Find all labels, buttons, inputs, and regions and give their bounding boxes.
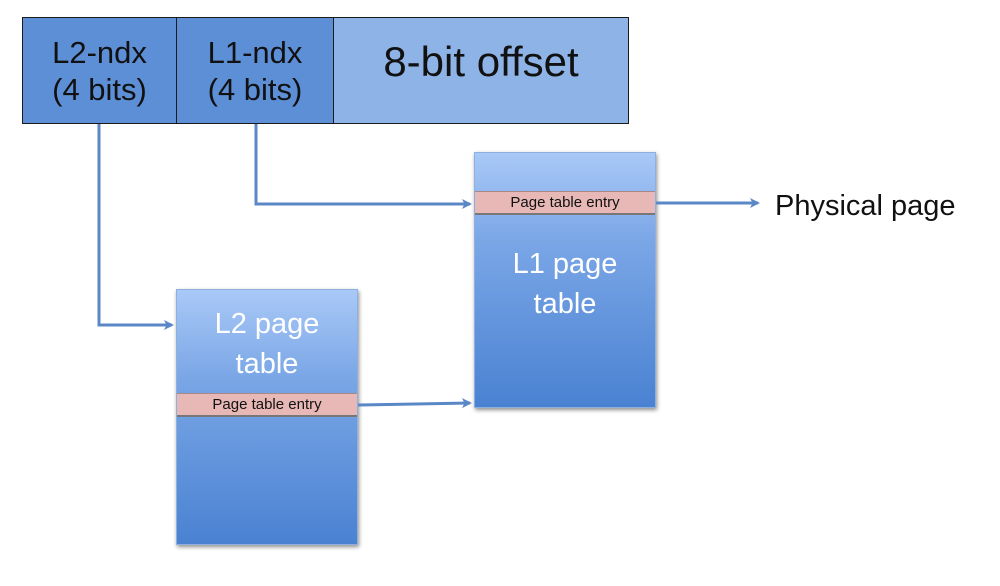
l2-page-table: L2 page table Page table entry [176,289,358,545]
l1-page-table-label-line2: table [533,288,597,320]
l2-index-bits: (4 bits) [52,71,147,107]
l1-index-arrow [254,124,472,209]
l2-index-arrow [97,124,174,330]
l2-index-field: L2-ndx (4 bits) [22,17,177,124]
l2-page-table-label-line1: L2 page [214,308,320,340]
l2-page-table-entry: Page table entry [177,393,357,417]
l2-page-table-label: L2 page table [177,304,357,384]
l1-index-bits: (4 bits) [207,71,303,107]
l2-page-table-label-line2: table [235,348,299,380]
l1-page-table-label: L1 page table [475,244,655,324]
offset-label: 8-bit offset [383,37,579,85]
l1-page-table-label-line1: L1 page [512,248,618,280]
l2-entry-to-l1-table-arrow [357,398,472,409]
l1-page-table-entry: Page table entry [475,191,655,215]
offset-field: 8-bit offset [333,17,629,124]
l2-index-name: L2-ndx [52,34,147,70]
l1-index-name: L1-ndx [207,34,303,70]
physical-page-label: Physical page [775,190,956,222]
l1-page-table: Page table entry L1 page table [474,152,656,408]
